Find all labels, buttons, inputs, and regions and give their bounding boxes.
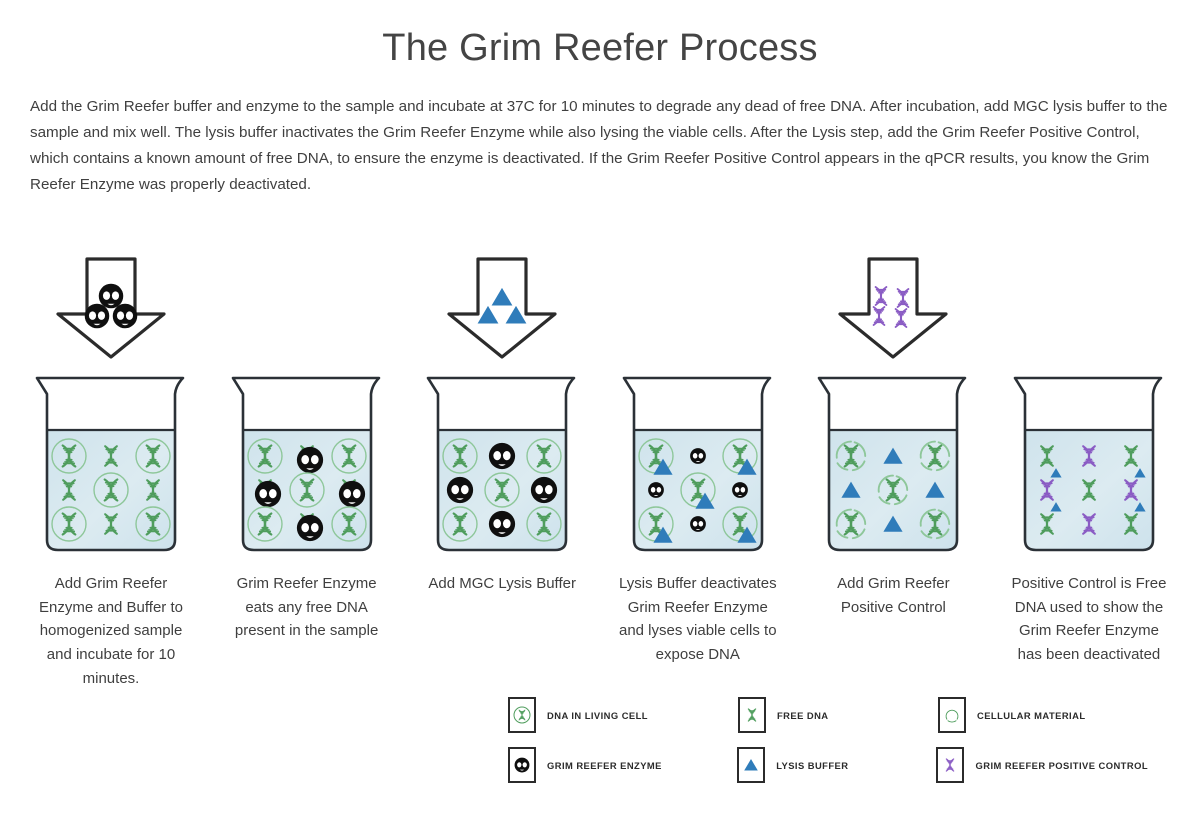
step-4-beaker-slot <box>620 360 776 558</box>
legend-row-2: GRIM REEFER ENZYME LYSIS BUFFER GRIM REEFE… <box>508 740 1148 790</box>
step-1-arrow-slot <box>51 256 171 360</box>
process-arrow <box>447 257 557 359</box>
step-5-caption: Add Grim Reefer Positive Control <box>837 575 950 616</box>
grim-reefer-enzyme-icon <box>514 757 530 773</box>
beaker <box>818 376 967 552</box>
step-4-caption: Lysis Buffer deactivates Grim Reefer Enz… <box>618 575 777 664</box>
legend-label: LYSIS BUFFER <box>776 759 849 771</box>
step-3: Add MGC Lysis Buffer <box>409 256 595 596</box>
lysis-buffer-icon-box <box>737 747 766 783</box>
grim-reefer-positive-control-icon <box>946 758 955 772</box>
grim-reefer-enzyme-icon-box <box>508 747 536 783</box>
step-5-arrow-slot <box>833 256 953 360</box>
legend: DNA IN LIVING CELL FREE DNA CELLULAR MATER… <box>508 690 1148 790</box>
legend-label: GRIM REEFER ENZYME <box>547 759 662 771</box>
legend-item-grim-reefer-enzyme: GRIM REEFER ENZYME <box>508 747 737 783</box>
legend-item-free-dna: FREE DNA <box>738 697 938 733</box>
step-4: Lysis Buffer deactivates Grim Reefer Enz… <box>605 256 791 667</box>
free-dna-icon-box <box>738 697 766 733</box>
beaker <box>1013 376 1163 552</box>
dna-in-living-cell-icon <box>513 706 531 724</box>
legend-label: DNA IN LIVING CELL <box>547 709 648 721</box>
process-steps: Add Grim Reefer Enzyme and Buffer to hom… <box>18 256 1182 690</box>
legend-label: CELLULAR MATERIAL <box>977 709 1086 721</box>
cellular-material-icon-box <box>938 697 966 733</box>
step-6-beaker-slot <box>1011 360 1167 558</box>
cellular-material-icon <box>945 709 959 723</box>
step-2-beaker-slot <box>229 360 385 558</box>
step-1-caption: Add Grim Reefer Enzyme and Buffer to hom… <box>39 575 183 687</box>
step-3-beaker-slot <box>424 360 580 558</box>
legend-item-dna-in-living-cell: DNA IN LIVING CELL <box>508 697 738 733</box>
step-3-caption: Add MGC Lysis Buffer <box>428 575 576 592</box>
step-5: Add Grim Reefer Positive Control <box>800 256 986 619</box>
step-3-arrow-slot <box>442 256 562 360</box>
legend-item-cellular-material: CELLULAR MATERIAL <box>938 697 1086 733</box>
legend-row-1: DNA IN LIVING CELL FREE DNA CELLULAR MATER… <box>508 690 1148 740</box>
step-2-caption: Grim Reefer Enzyme eats any free DNA pre… <box>234 575 379 640</box>
legend-label: FREE DNA <box>777 709 829 721</box>
page-title: The Grim Reefer Process <box>382 27 818 69</box>
step-6: Positive Control is Free DNA used to sho… <box>996 256 1182 667</box>
step-1-beaker-slot <box>33 360 189 558</box>
free-dna-icon <box>747 708 757 722</box>
process-arrow <box>56 257 166 359</box>
legend-label: GRIM REEFER POSITIVE CONTROL <box>975 759 1148 771</box>
grim-reefer-positive-control-icon-box <box>936 747 965 783</box>
legend-item-grim-reefer-positive-control: GRIM REEFER POSITIVE CONTROL <box>936 747 1148 783</box>
process-arrow <box>838 257 948 359</box>
step-6-caption: Positive Control is Free DNA used to sho… <box>1011 575 1167 664</box>
step-2: Grim Reefer Enzyme eats any free DNA pre… <box>214 256 400 643</box>
intro-paragraph: Add the Grim Reefer buffer and enzyme to… <box>30 97 1168 194</box>
beaker <box>35 376 185 552</box>
dna-in-living-cell-icon-box <box>508 697 536 733</box>
beaker <box>231 376 380 552</box>
legend-item-lysis-buffer: LYSIS BUFFER <box>737 747 936 783</box>
lysis-buffer-icon <box>744 759 758 771</box>
beaker <box>622 376 772 552</box>
beaker <box>426 376 576 552</box>
step-5-beaker-slot <box>815 360 971 558</box>
step-1: Add Grim Reefer Enzyme and Buffer to hom… <box>18 256 204 690</box>
